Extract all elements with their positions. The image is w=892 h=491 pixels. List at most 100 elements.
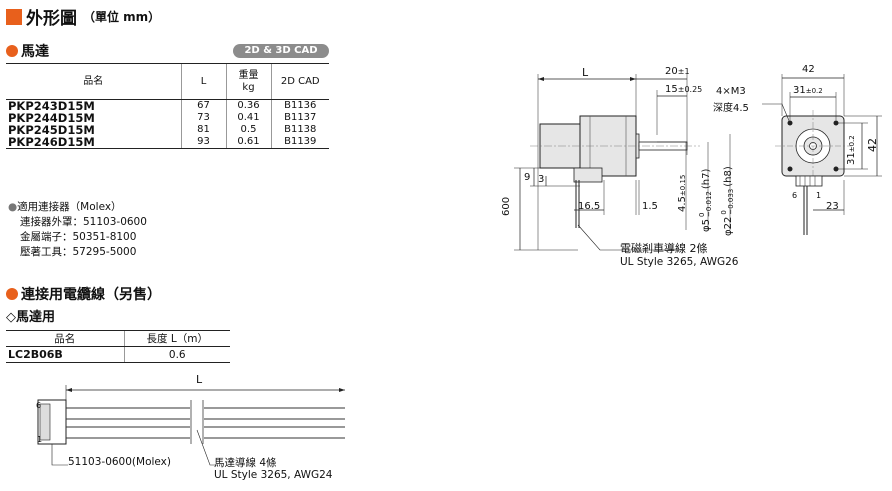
cell-cad-link[interactable]: B1139 <box>270 136 329 149</box>
dim-4_5-tol: ±0.15 <box>679 174 687 197</box>
cell-cad-link[interactable]: B1138 <box>270 124 329 136</box>
dim-20-tol: ±1 <box>677 67 690 76</box>
cell-model: PKP244D15M <box>8 111 95 125</box>
crimp-tool-note: 壓著工具：57295-5000 <box>20 246 137 258</box>
connector-notes-title-text: 適用連接器（Molex） <box>17 201 122 213</box>
dim-phi5-value: φ5 <box>701 219 712 232</box>
front-31-side-value: 31 <box>846 152 857 165</box>
arrow-right-icon <box>339 388 345 392</box>
connector-notes: ●適用連接器（Molex） 連接器外罩：51103-0600 金屬端子：5035… <box>8 200 147 260</box>
cell-weight: 0.61 <box>225 136 271 149</box>
screw-hole <box>833 166 839 172</box>
cell-model: PKP243D15M <box>8 99 95 113</box>
page-title: 外形圖 （單位 mm） <box>6 4 160 29</box>
col-weight: 重量 kg <box>225 63 271 100</box>
cable-break-marks <box>190 400 204 444</box>
dim-9-label: 9 <box>524 172 531 183</box>
unit-note: （單位 mm） <box>83 10 161 24</box>
lead-leader <box>196 429 218 466</box>
arrow-left-icon <box>66 388 72 392</box>
motor-connector <box>573 167 603 183</box>
screw-leader <box>762 103 791 124</box>
screw-depth-label: 深度4.5 <box>713 103 749 114</box>
brake-leader <box>577 224 680 251</box>
motor-heading-text: 馬達 <box>21 44 49 60</box>
cell-model: PKP246D15M <box>6 136 181 149</box>
lead-wire-label: 馬達導線 4條 <box>214 457 277 469</box>
arrow-right-icon <box>630 77 636 81</box>
front-42-side-label: 42 <box>866 138 879 152</box>
dim-phi22-label: φ220−0.033(h8) <box>720 166 735 236</box>
brake-wire-label: 電磁剎車導線 2條 <box>620 242 708 255</box>
cell-cad-link[interactable]: B1137 <box>270 112 329 124</box>
col-cad: 2D CAD <box>270 63 329 100</box>
brake-wire-spec: UL Style 3265, AWG26 <box>620 256 739 268</box>
cell-cable-length: 0.6 <box>123 346 230 363</box>
grey-dot-icon: ● <box>8 201 18 213</box>
dim-15-value: 15 <box>665 84 678 95</box>
cable-table: 品名 長度 L（m） LC2B06B 0.6 <box>6 330 230 363</box>
dim-16_5-label: 16.5 <box>578 201 601 212</box>
col-cable-model: 品名 <box>6 330 124 347</box>
cable-section-heading: 連接用電纜線（另售） <box>6 284 161 304</box>
front-31-top-label: 31±0.2 <box>793 85 823 96</box>
cable-pin-6-label: 6 <box>36 401 42 410</box>
cable-drawing <box>37 385 345 466</box>
col-cable-length: 長度 L（m） <box>123 330 230 347</box>
motor-L-label: L <box>582 66 589 79</box>
motor-drawing <box>514 74 882 251</box>
cell-cable-model: LC2B06B <box>6 346 124 363</box>
connector-model-label: 51103-0600(Molex) <box>68 456 171 468</box>
lead-wire-spec: UL Style 3265, AWG24 <box>214 469 333 481</box>
dim-15-label: 15±0.25 <box>665 84 702 95</box>
table-row: PKP244D15M 73 0.41 B1137 <box>6 112 329 124</box>
cell-weight: 0.36 <box>225 99 271 112</box>
table-row: LC2B06B 0.6 <box>6 346 230 363</box>
front-31-top-tol: ±0.2 <box>805 87 823 95</box>
dim-20-label: 20±1 <box>665 66 690 77</box>
screw-spec-label: 4×M3 <box>716 86 746 97</box>
cell-weight: 0.41 <box>225 112 271 124</box>
dim-4_5-label: 4.5±0.15 <box>677 175 688 212</box>
screw-hole <box>787 166 793 172</box>
cell-L: 67 <box>180 99 226 112</box>
connector-housing-note: 連接器外罩：51103-0600 <box>20 216 147 228</box>
bullet-dot-icon <box>6 45 18 57</box>
front-23-label: 23 <box>826 201 839 212</box>
dim-phi22-fit: (h8) <box>723 166 734 187</box>
col-model: 品名 <box>6 63 181 100</box>
cell-cad-link[interactable]: B1136 <box>270 99 329 112</box>
dim-phi22-tol-lower: −0.033 <box>727 188 735 215</box>
cell-L: 81 <box>180 124 226 136</box>
front-connector <box>795 175 823 187</box>
table-row: PKP245D15M 81 0.5 B1138 <box>6 124 329 136</box>
front-pin-6-label: 6 <box>792 191 798 200</box>
screw-hole <box>833 120 839 126</box>
cad-badge[interactable]: 2D & 3D CAD <box>233 44 329 58</box>
cell-weight: 0.5 <box>225 124 271 136</box>
bullet-dot-icon <box>6 288 18 300</box>
dim-20-value: 20 <box>665 66 678 77</box>
connector-leader <box>51 444 68 466</box>
motor-section-heading: 馬達 <box>6 41 49 61</box>
table-row: PKP243D15M 67 0.36 B1136 <box>6 99 329 113</box>
dim-phi5-label: φ50−0.012(h7) <box>698 169 713 232</box>
page-title-text: 外形圖 <box>26 9 77 29</box>
dim-1_5-label: 1.5 <box>642 201 658 212</box>
col-weight-label: 重量 <box>238 69 259 81</box>
terminal-note: 金屬端子：50351-8100 <box>20 231 137 243</box>
col-weight-unit: kg <box>242 81 255 93</box>
front-31-side-tol: ±0.2 <box>848 135 856 153</box>
cable-heading-text: 連接用電纜線（另售） <box>21 287 161 303</box>
title-square-icon <box>6 8 22 25</box>
cell-L: 73 <box>180 112 226 124</box>
dim-phi5-tol-lower: −0.012 <box>705 191 713 218</box>
cell-L: 93 <box>180 136 226 149</box>
table-row: PKP246D15M 93 0.61 B1139 <box>6 136 329 149</box>
front-pin-1-label: 1 <box>816 191 822 200</box>
cable-break <box>190 400 204 444</box>
motor-spec-table: 品名 L 重量 kg 2D CAD PKP243D15M 67 0.36 B11… <box>6 63 329 149</box>
cable-pin-1-label: 1 <box>37 435 43 444</box>
arrow-left-icon <box>538 77 544 81</box>
dim-600-label: 600 <box>501 196 512 216</box>
